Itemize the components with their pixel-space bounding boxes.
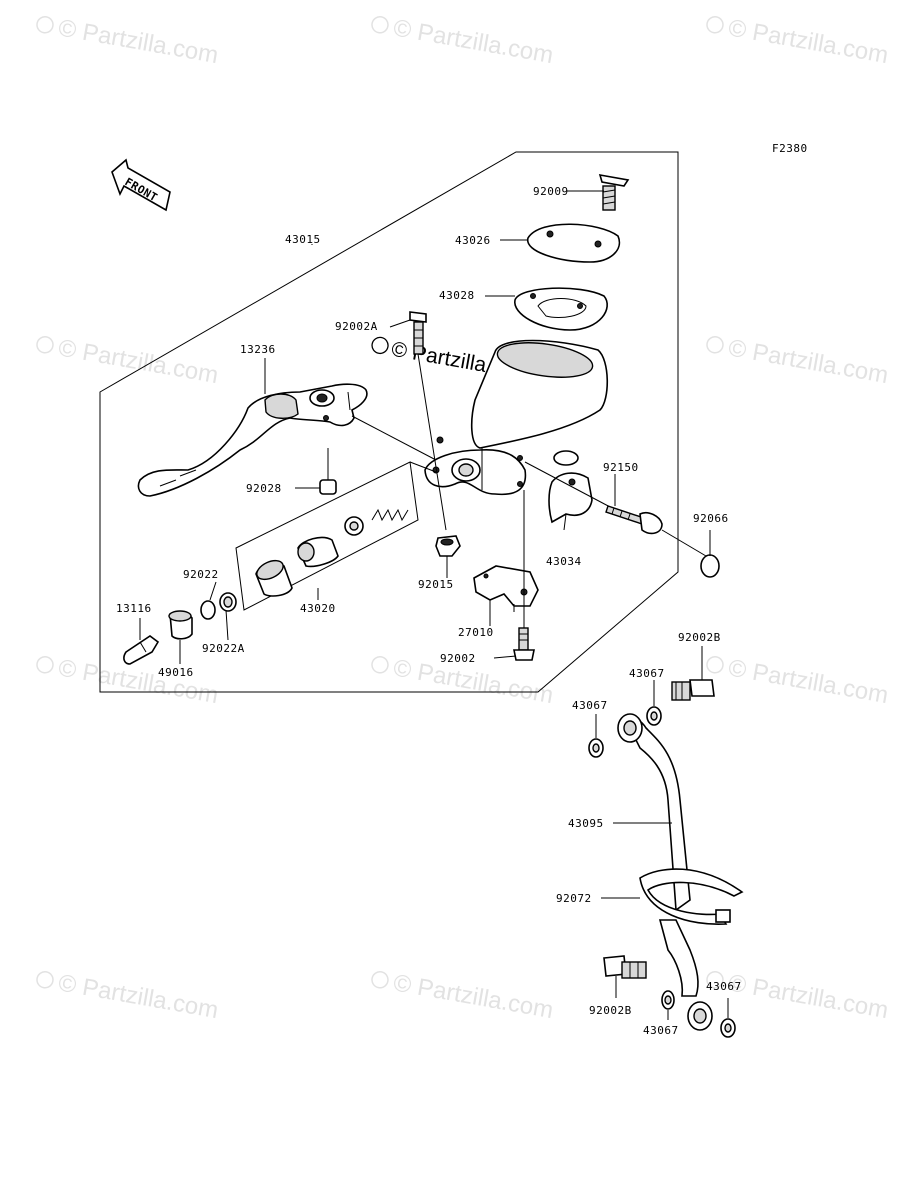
watermark-text: © Partzilla.com: [56, 334, 220, 389]
part-labels: 92009 43026 43015 43028 92002A 13236 921…: [116, 185, 742, 1037]
piston-kit: [255, 508, 409, 597]
banjo-bolt-bottom: [603, 955, 647, 979]
part-label-43020: 43020: [300, 602, 336, 615]
part-label-92002: 92002: [440, 652, 476, 665]
part-label-92002b-top: 92002B: [678, 631, 721, 644]
part-label-92072: 92072: [556, 892, 592, 905]
part-label-43028: 43028: [439, 289, 475, 302]
part-label-43034: 43034: [546, 555, 582, 568]
part-label-92150: 92150: [603, 461, 639, 474]
watermark-text: © Partzilla.com: [56, 654, 220, 709]
reservoir-cap: [527, 223, 621, 263]
cap-plug: [700, 554, 720, 578]
switch-screw: [513, 627, 535, 661]
brake-lever: [137, 383, 368, 497]
front-arrow-icon: FRONT: [111, 158, 171, 212]
watermark-text: © Partzilla.com: [56, 14, 220, 69]
part-label-43067-d: 43067: [706, 980, 742, 993]
part-label-27010: 27010: [458, 626, 494, 639]
part-label-92022: 92022: [183, 568, 219, 581]
part-label-92015: 92015: [418, 578, 454, 591]
watermark-text: © Partzilla.com: [56, 969, 220, 1024]
part-label-92002a: 92002A: [335, 320, 378, 333]
piston-kit-box: [235, 461, 419, 611]
pushrod-boot: [168, 610, 193, 640]
handlebar-clamp: [548, 450, 593, 524]
watermarks: © Partzilla.com © Partzilla.com © Partzi…: [36, 14, 890, 1024]
banjo-bolt-top: [671, 679, 715, 701]
part-label-43095: 43095: [568, 817, 604, 830]
watermark-text: © Partzilla.com: [726, 654, 890, 709]
pivot-collar: [319, 479, 337, 495]
brake-hose: [617, 713, 713, 1031]
watermark-text: © Partzilla.com: [726, 969, 890, 1024]
circlip: [200, 600, 216, 620]
part-label-49016: 49016: [158, 666, 194, 679]
part-label-43026: 43026: [455, 234, 491, 247]
part-label-13236: 13236: [240, 343, 276, 356]
watermark-text: © Partzilla.com: [726, 14, 890, 69]
part-label-92022a: 92022A: [202, 642, 245, 655]
part-label-43067-a: 43067: [629, 667, 665, 680]
part-label-92009: 92009: [533, 185, 569, 198]
nut: [435, 535, 461, 557]
part-label-43067-b: 43067: [572, 699, 608, 712]
part-label-92028: 92028: [246, 482, 282, 495]
leader-lines: [139, 190, 729, 1020]
assembly-outline: [99, 151, 679, 693]
hose-clamp: [639, 868, 744, 925]
diaphragm: [514, 287, 608, 331]
brake-light-switch: [473, 565, 539, 612]
watermark-text: © Partzilla.com: [391, 969, 555, 1024]
watermark-text: © Partzilla.com: [391, 14, 555, 69]
watermark-text: © Partzilla.com: [726, 334, 890, 389]
part-label-92002b-bottom: 92002B: [589, 1004, 632, 1017]
master-cylinder-body: [424, 339, 609, 496]
figure-code: F2380: [772, 142, 808, 155]
cap-screw: [598, 173, 630, 211]
pushrod: [123, 635, 160, 665]
part-label-43015: 43015: [285, 233, 321, 246]
part-label-43067-c: 43067: [643, 1024, 679, 1037]
clamp-bolt: [605, 505, 663, 535]
part-label-13116: 13116: [116, 602, 152, 615]
part-label-92066: 92066: [693, 512, 729, 525]
